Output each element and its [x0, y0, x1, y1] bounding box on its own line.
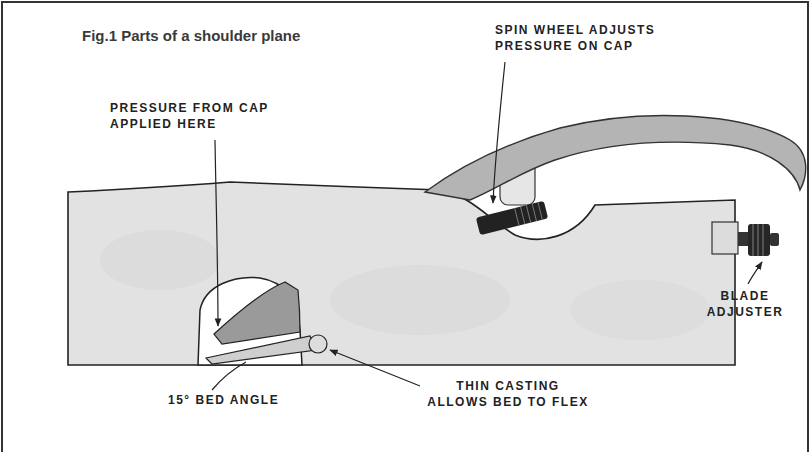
casting-shade [570, 280, 710, 340]
bed-casting-end [309, 335, 327, 353]
part-label: BLADE ADJUSTER [700, 288, 790, 320]
plane-body [68, 182, 735, 365]
adjuster-wheel [748, 224, 770, 256]
part-label: SPIN WHEEL ADJUSTS PRESSURE ON CAP [495, 22, 695, 54]
casting-shade [330, 265, 510, 335]
cap-iron [214, 282, 300, 344]
adjuster-nub [770, 233, 779, 246]
adjuster-housing [712, 222, 738, 254]
casting-shade [100, 230, 220, 290]
knurling [753, 224, 763, 256]
spin-wheel-body [476, 201, 548, 235]
leader-line [748, 262, 762, 284]
leader-line [493, 62, 505, 203]
part-label: 15° BED ANGLE [168, 392, 279, 408]
spin-wheel [476, 201, 548, 235]
leader-line [212, 362, 246, 390]
adjuster-shaft [738, 232, 748, 246]
figure-title: Fig.1 Parts of a shoulder plane [82, 27, 300, 44]
knurling [515, 202, 543, 225]
part-label: PRESSURE FROM CAP APPLIED HERE [110, 100, 300, 132]
part-label: THIN CASTING ALLOWS BED TO FLEX [425, 378, 591, 410]
leader-line [330, 350, 420, 386]
lever-cap [425, 116, 806, 201]
leader-line [215, 140, 218, 326]
